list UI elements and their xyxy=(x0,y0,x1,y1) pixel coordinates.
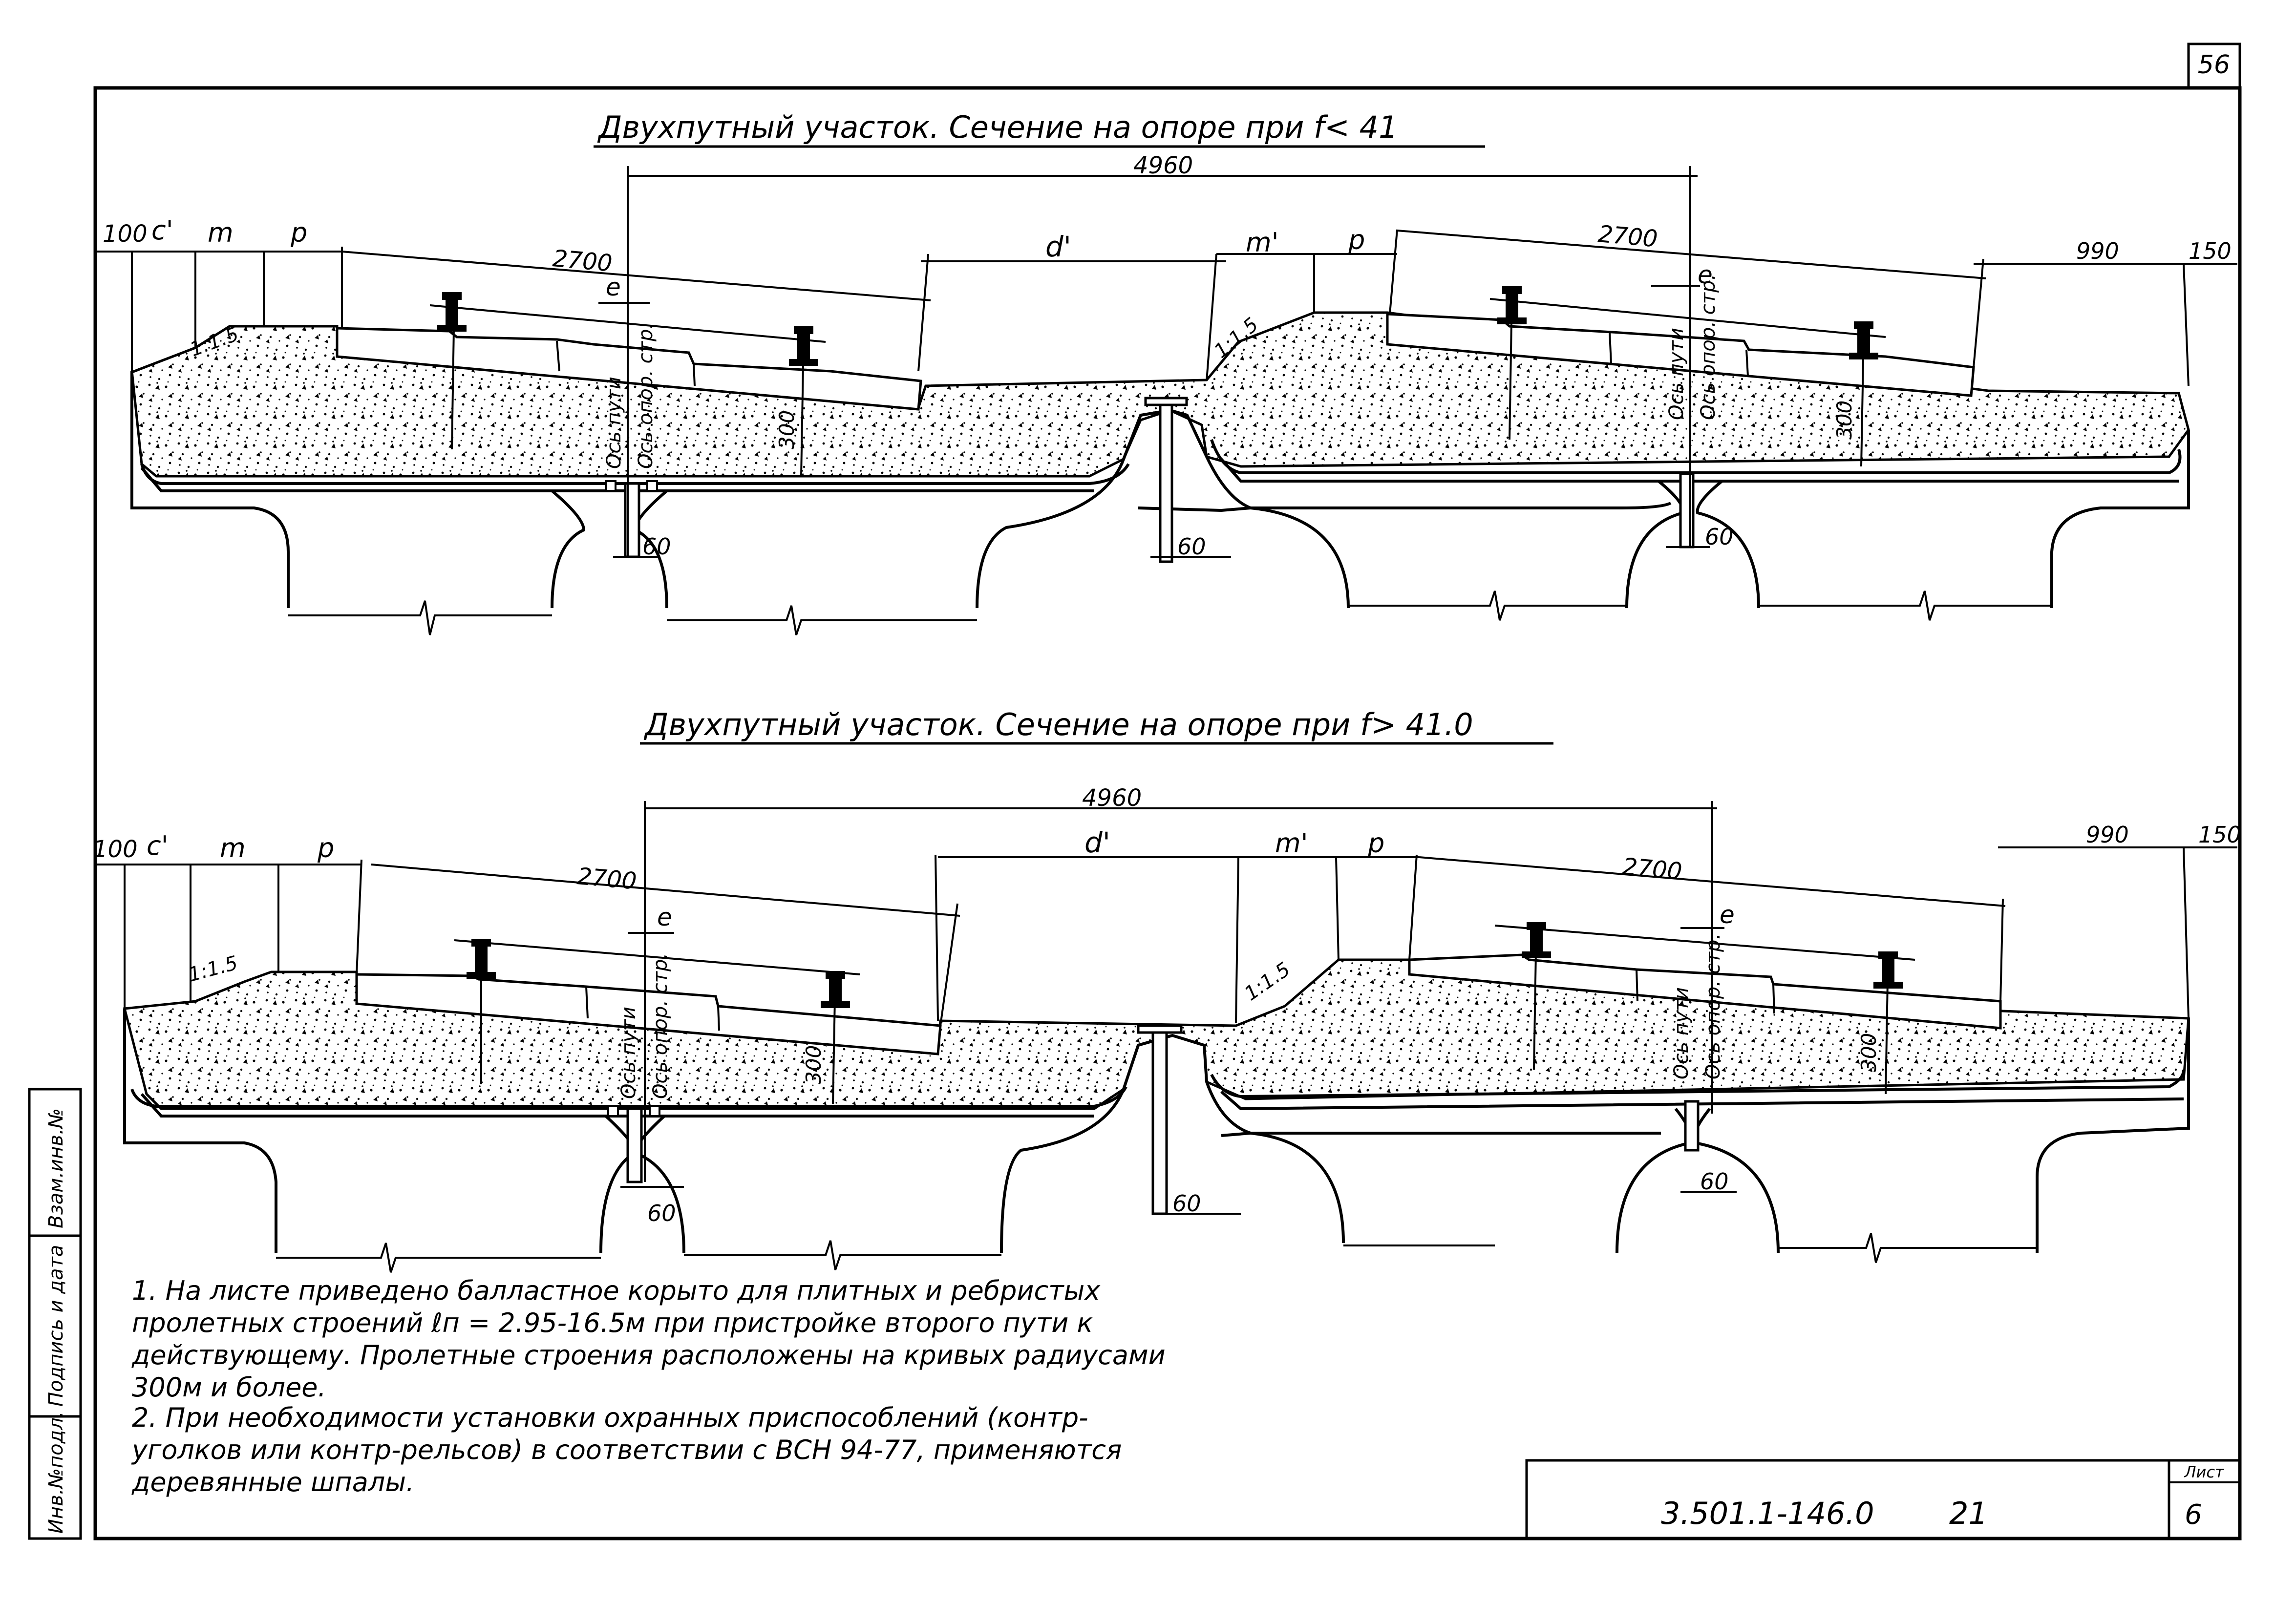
dim-m-1: m xyxy=(208,217,234,248)
dim-d-2: d' xyxy=(1084,826,1110,859)
dim-right1-1: 990 xyxy=(2076,238,2119,264)
section-2-title: Двухпутный участок. Сечение на опоре при… xyxy=(643,707,1473,742)
dim-w1-2: 2700 xyxy=(576,863,638,895)
dim-m2-2: m' xyxy=(1275,828,1308,859)
stamp-inv-podl: Инв.№подл. xyxy=(45,1411,67,1534)
dim-ballast2-2: 300 xyxy=(1857,1033,1881,1072)
dim-c-2: c' xyxy=(147,830,169,861)
dim-gap2-2: 60 xyxy=(1172,1190,1201,1217)
dim-slope1-2: 1:1.5 xyxy=(186,952,240,987)
dim-ballast2-1: 300 xyxy=(1832,401,1856,440)
dim-gap1-1: 60 xyxy=(642,533,671,560)
axis-track-label-1a: Ось пути xyxy=(603,377,625,469)
dim-ballast1-1: 300 xyxy=(775,410,799,449)
axis-support-label-1b: Ось опор. стр. xyxy=(1697,274,1720,420)
dim-left-1: 100 xyxy=(103,220,148,248)
sheet-frame xyxy=(93,86,2242,1540)
dim-p1-1: p xyxy=(290,217,307,248)
side-stamp-strip: Инв.№подл. Подпись и дата Взам.инв.№ xyxy=(28,1088,82,1540)
dimension-lines-1 xyxy=(95,166,2237,558)
dimension-lines-2 xyxy=(95,801,2237,1215)
dim-m-2: m xyxy=(220,833,246,864)
axis-support-label-1a: Ось опор. стр. xyxy=(635,323,657,469)
dim-ballast1-2: 300 xyxy=(802,1045,826,1084)
dim-total-2: 4960 xyxy=(1082,784,1142,812)
dim-e2-2: e xyxy=(1720,901,1735,929)
dim-total-1: 4960 xyxy=(1133,152,1193,179)
note-1: 1. На листе приведено балластное корыто … xyxy=(132,1275,1166,1403)
dim-p2-1: p xyxy=(1348,225,1365,255)
dim-p1-2: p xyxy=(317,833,334,864)
axis-support-label-2b: Ось опор. стр. xyxy=(1702,933,1724,1079)
section-2: Двухпутный участок. Сечение на опоре при… xyxy=(93,707,2241,1273)
dim-m2-1: m' xyxy=(1246,227,1278,258)
page-number-box xyxy=(2187,42,2241,89)
deck-right-1 xyxy=(1210,430,2190,609)
dim-gap1-2: 60 xyxy=(647,1200,676,1226)
dim-gap2-1: 60 xyxy=(1177,533,1206,560)
axis-track-label-1b: Ось пути xyxy=(1665,328,1688,420)
dim-e2-1: e xyxy=(1698,261,1713,289)
dim-d-1: d' xyxy=(1045,230,1071,263)
sheet-label: Лист xyxy=(2184,1463,2224,1481)
stamp-signature-date: Подпись и дата xyxy=(45,1245,67,1407)
rail-icon xyxy=(437,286,1878,366)
dim-c-1: c' xyxy=(151,215,173,246)
axis-support-label-2a: Ось опор. стр. xyxy=(649,953,672,1099)
sleeper-left-1 xyxy=(336,327,922,411)
title-block: Лист 6 3.501.1-146.0 21 xyxy=(1525,1459,2241,1540)
section-1-title: Двухпутный участок. Сечение на опоре при… xyxy=(597,109,1398,145)
stamp-vzam-inv: Взам.инв.№ xyxy=(45,1108,67,1228)
dim-e1-2: e xyxy=(657,903,672,931)
dim-right1-2: 990 xyxy=(2086,822,2129,848)
dim-w2-1: 2700 xyxy=(1597,220,1659,253)
dim-w2-2: 2700 xyxy=(1621,853,1683,885)
page-number: 56 xyxy=(2198,50,2230,80)
break-lines-2 xyxy=(276,1233,2037,1273)
section-1: Двухпутный участок. Сечение на опоре при… xyxy=(95,109,2237,635)
dim-left-2: 100 xyxy=(93,836,138,863)
sheet-number: 6 xyxy=(2185,1499,2202,1531)
doc-sub: 21 xyxy=(1949,1496,1988,1531)
dim-w1-1: 2700 xyxy=(552,245,614,277)
dim-e1-1: e xyxy=(606,273,621,301)
doc-code: 3.501.1-146.0 xyxy=(1661,1496,1874,1531)
axis-track-label-2b: Ось пути xyxy=(1670,987,1693,1079)
dim-gap3-1: 60 xyxy=(1705,524,1734,550)
dim-slope2-2: 1:1.5 xyxy=(1240,958,1294,1005)
deck-left-1 xyxy=(130,371,1252,609)
dim-right2-1: 150 xyxy=(2189,238,2232,264)
axis-track-label-2a: Ось пути xyxy=(617,1007,640,1099)
dim-right2-2: 150 xyxy=(2198,822,2241,848)
dim-p2-2: p xyxy=(1367,828,1384,859)
note-2: 2. При необходимости установки охранных … xyxy=(132,1402,1122,1498)
dim-gap3-2: 60 xyxy=(1700,1168,1729,1195)
break-lines-1 xyxy=(288,591,2052,635)
